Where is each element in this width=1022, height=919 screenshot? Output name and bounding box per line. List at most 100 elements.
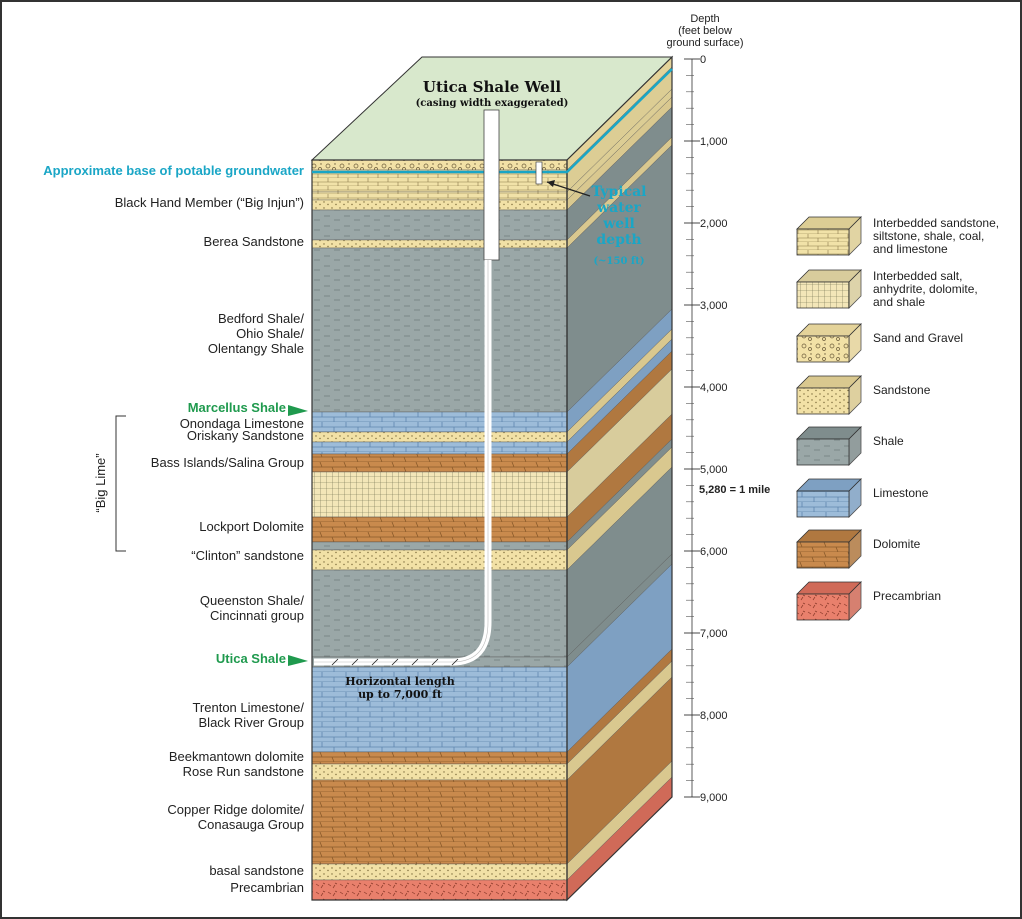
depth-tick-label: 4,000 — [700, 382, 728, 394]
legend-label: Interbedded salt, — [873, 269, 962, 283]
legend-item-gravel: Sand and Gravel — [796, 323, 963, 363]
big-lime-bracket — [115, 415, 126, 552]
well-borehole — [314, 260, 492, 666]
layer-dolomite — [311, 751, 568, 765]
column-side-outline — [566, 55, 673, 902]
label-bedford-3: Olentangy Shale — [208, 341, 304, 356]
utica-pointer-icon — [288, 655, 308, 666]
legend-item-shale: Shale — [796, 426, 904, 466]
well-subtitle: (casing width exaggerated) — [416, 98, 569, 109]
label-copper-ridge-1: Copper Ridge dolomite/ — [167, 802, 304, 817]
water-well-arrow — [546, 181, 591, 197]
marcellus-pointer-icon — [288, 405, 308, 416]
rock-layers-front — [311, 159, 568, 901]
label-trenton-2: Black River Group — [199, 715, 304, 730]
layer-shale — [311, 569, 568, 658]
legend-item-limestone: Limestone — [796, 478, 929, 518]
label-queenston-2: Cincinnati group — [210, 608, 304, 623]
legend-swatch-front — [796, 490, 850, 518]
depth-scale-title-3: ground surface) — [666, 37, 743, 49]
water-well-line-1: Typical — [591, 184, 646, 200]
legend-item-salt: Interbedded salt,anhydrite, dolomite,and… — [796, 269, 978, 309]
legend-item-sandstone: Sandstone — [796, 375, 931, 415]
column-side-face — [566, 56, 673, 901]
water-well-line-2: water — [596, 200, 641, 216]
layer-sandstone — [311, 199, 568, 211]
legend-swatch-front — [796, 228, 850, 256]
water-well-arrowhead — [547, 180, 555, 187]
label-onondaga: Onondaga Limestone — [180, 416, 304, 431]
label-black-hand: Black Hand Member (“Big Injun”) — [115, 195, 304, 210]
fracture-marks — [331, 658, 459, 666]
legend-label: Sand and Gravel — [873, 331, 963, 345]
depth-ticks: 01,0002,0003,0004,0005,0006,0007,0008,00… — [684, 54, 728, 804]
legend-item-precam: Precambrian — [796, 581, 941, 621]
well-casing-upper — [483, 109, 500, 261]
label-queenston-1: Queenston Shale/ — [200, 593, 304, 608]
label-precambrian: Precambrian — [230, 880, 304, 895]
layer-dolomite — [311, 453, 568, 473]
label-bedford-1: Bedford Shale/ — [218, 311, 304, 326]
depth-tick-label: 7,000 — [700, 628, 728, 640]
legend-swatch-front — [796, 593, 850, 621]
legend-swatch-front — [796, 335, 850, 363]
label-bass-islands: Bass Islands/Salina Group — [151, 455, 304, 470]
legend: Interbedded sandstone,siltstone, shale, … — [796, 216, 999, 621]
layer-inter — [311, 191, 568, 201]
label-beekmantown-1: Beekmantown dolomite — [169, 749, 304, 764]
legend-label: and limestone — [873, 242, 948, 256]
layer-precam — [311, 879, 568, 901]
label-trenton-1: Trenton Limestone/ — [192, 700, 304, 715]
depth-tick-label: 9,000 — [700, 792, 728, 804]
water-well-line-5: (~150 ft) — [593, 256, 644, 267]
well-borehole-outline — [314, 260, 489, 663]
legend-swatch-front — [796, 387, 850, 415]
legend-item-inter: Interbedded sandstone,siltstone, shale, … — [796, 216, 999, 256]
depth-tick-label: 3,000 — [700, 300, 728, 312]
legend-label: Precambrian — [873, 589, 941, 603]
legend-label: Sandstone — [873, 383, 931, 397]
layer-inter — [311, 169, 568, 193]
depth-scale-title-2: (feet below — [678, 25, 732, 37]
legend-item-dolomite: Dolomite — [796, 529, 921, 569]
label-marcellus: Marcellus Shale — [188, 400, 286, 415]
layer-sandstone — [311, 431, 568, 443]
depth-tick-label: 2,000 — [700, 218, 728, 230]
depth-scale-title-1: Depth — [690, 13, 719, 25]
depth-tick-label: 5,000 — [700, 464, 728, 476]
layer-sandstone — [311, 239, 568, 249]
horizontal-length-label-2: up to 7,000 ft — [358, 688, 443, 701]
horizontal-length-label-1: Horizontal length — [345, 675, 454, 688]
water-well-line-4: depth — [596, 232, 641, 248]
legend-label: Limestone — [873, 486, 929, 500]
legend-label: anhydrite, dolomite, — [873, 282, 978, 296]
well-title: Utica Shale Well — [423, 78, 562, 96]
legend-swatch-front — [796, 541, 850, 569]
label-lockport: Lockport Dolomite — [199, 519, 304, 534]
depth-tick-label: 6,000 — [700, 546, 728, 558]
legend-swatch-front — [796, 281, 850, 309]
layer-sandstone — [311, 549, 568, 571]
legend-label: Dolomite — [873, 537, 921, 551]
layer-shale — [311, 247, 568, 413]
label-utica: Utica Shale — [216, 651, 286, 666]
layer-dolomite — [311, 779, 568, 865]
label-basal-sandstone: basal sandstone — [209, 863, 304, 878]
layer-shale — [311, 209, 568, 241]
label-clinton: “Clinton” sandstone — [191, 548, 304, 563]
label-berea: Berea Sandstone — [204, 234, 304, 249]
legend-swatch-front — [796, 438, 850, 466]
legend-label: Shale — [873, 434, 904, 448]
water-well-casing — [535, 161, 543, 185]
legend-label: siltstone, shale, coal, — [873, 229, 984, 243]
layer-limestone — [311, 411, 568, 433]
water-well-depth-label: Typical water well depth (~150 ft) — [591, 184, 646, 267]
layer-limestone — [311, 441, 568, 455]
label-beekmantown-2: Rose Run sandstone — [183, 764, 304, 779]
depth-tick-label: 8,000 — [700, 710, 728, 722]
mile-marker-label: 5,280 = 1 mile — [699, 484, 770, 496]
groundwater-label: Approximate base of potable groundwater — [43, 163, 304, 178]
label-oriskany: Oriskany Sandstone — [187, 428, 304, 443]
